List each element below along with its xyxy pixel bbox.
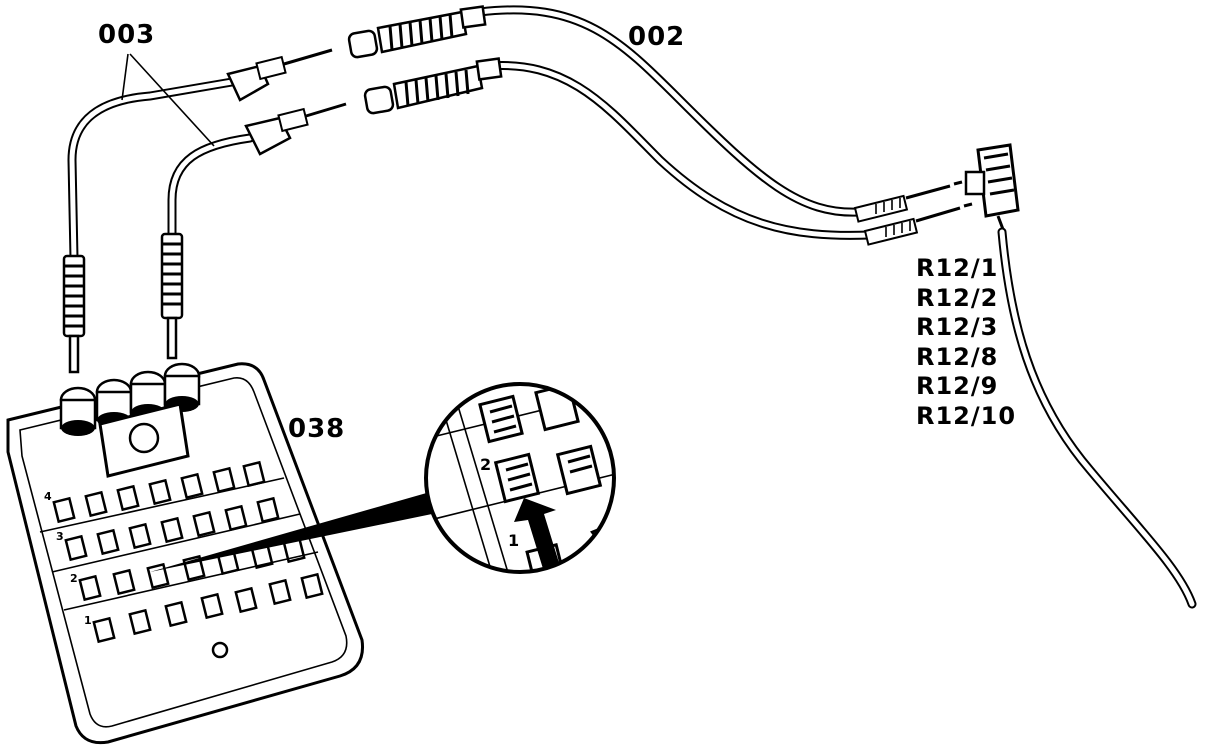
- switch-row-1: [92, 572, 324, 644]
- banana-socket-upper: [347, 5, 487, 59]
- zoom-pointer: [150, 492, 432, 572]
- pin-label: R12/9: [916, 372, 999, 400]
- test-cable-003: [62, 48, 347, 374]
- zoom-row-label-1: 1: [508, 531, 519, 550]
- callout-002: 002: [628, 22, 686, 52]
- connector-pin-list: R12/1 R12/2 R12/3 R12/8 R12/9 R12/10: [916, 254, 1016, 431]
- box-row-label-4: 4: [44, 490, 52, 503]
- pin-label: R12/10: [916, 401, 1017, 430]
- switch-row-3: [64, 496, 280, 562]
- test-plug-upper: [226, 48, 333, 102]
- indicator-led: [211, 641, 229, 659]
- callout-003: 003: [98, 20, 156, 50]
- zoom-row-label-2: 2: [480, 455, 491, 474]
- leader-line-003-b: [129, 53, 215, 147]
- adapter-cable-002: [347, 5, 973, 246]
- box-row-label-2: 2: [70, 572, 78, 585]
- leader-line-003-a: [121, 53, 129, 101]
- box-row-label-3: 3: [56, 530, 64, 543]
- pin-tip-upper: [853, 180, 963, 223]
- rotary-selector: [98, 402, 190, 478]
- zoom-detail-circle: 2 1: [424, 382, 616, 574]
- pin-label: R12/1: [916, 254, 999, 282]
- test-box-038: 4 3 2 1: [6, 362, 365, 745]
- callout-038: 038: [288, 414, 346, 444]
- pin-tip-lower: [863, 202, 973, 246]
- pin-label: R12/3: [916, 313, 999, 341]
- press-arrow: [514, 498, 560, 572]
- box-row-label-1: 1: [84, 614, 92, 627]
- pin-label: R12/2: [916, 283, 999, 312]
- pin-label: R12/8: [916, 342, 999, 371]
- ribbed-plug-right: [160, 232, 184, 360]
- connector-r12: [964, 143, 1197, 609]
- ribbed-plug-left: [62, 254, 86, 374]
- banana-socket-lower: [363, 57, 503, 115]
- switch-row-2: [78, 536, 306, 602]
- test-plug-lower: [244, 102, 347, 156]
